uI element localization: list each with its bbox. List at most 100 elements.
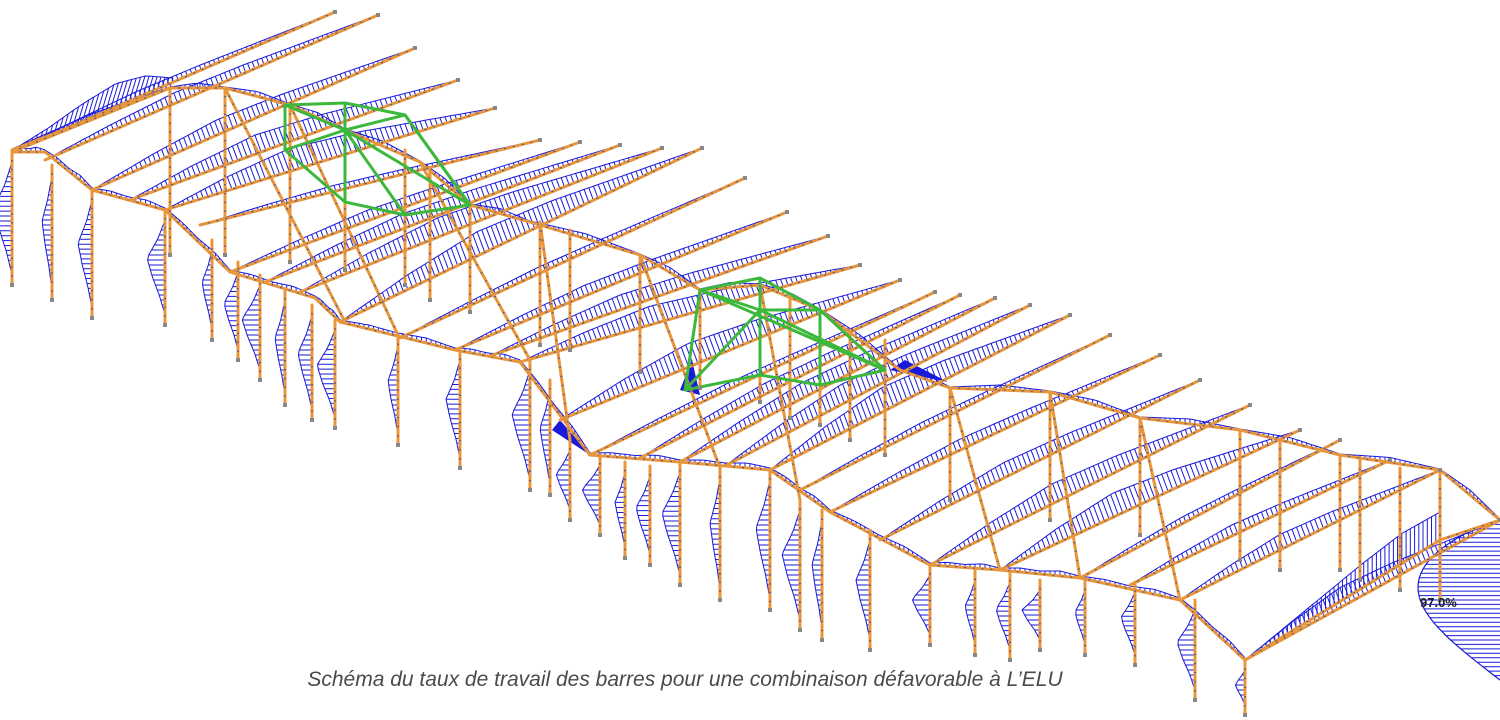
ridge-beam <box>343 128 422 164</box>
member-node-ticks <box>233 89 282 104</box>
work-ratio-diagram-outline <box>581 464 601 526</box>
work-ratio-diagram-outline <box>454 347 521 361</box>
member-node-ticks <box>228 95 342 315</box>
work-ratio-diagram-outline <box>929 561 1001 569</box>
support-node <box>883 453 887 457</box>
purlin-end-node <box>493 106 497 110</box>
bracing-member <box>283 101 472 217</box>
work-ratio-diagram-outline <box>614 471 626 549</box>
work-ratio-diagram-outline <box>769 467 831 511</box>
work-ratio-diagram-outline <box>0 161 13 276</box>
rafter <box>1138 416 1182 602</box>
member-node-ticks <box>1251 544 1434 656</box>
work-ratio-diagram-outline <box>41 174 53 291</box>
member-node-ticks <box>1194 608 1196 692</box>
member-node-ticks <box>799 508 801 622</box>
member-node-ticks <box>11 160 13 277</box>
support-node <box>758 400 762 404</box>
support-node <box>310 418 314 422</box>
peak-work-ratio-diagram <box>1418 523 1500 677</box>
work-ratio-diagram-outline <box>855 539 871 641</box>
support-node <box>818 423 822 427</box>
work-ratio-diagram-outline <box>1177 609 1196 691</box>
work-ratio-diagram-outline <box>299 147 663 293</box>
purlin-end-node <box>1388 458 1392 462</box>
work-ratio-diagram-outline <box>224 86 291 105</box>
work-ratio-diagram-outline <box>529 220 641 255</box>
purlin-work-ratio-diagram <box>168 108 491 209</box>
support-node <box>623 556 627 560</box>
roof-purlin <box>338 146 704 324</box>
purlin-end-node <box>578 140 582 144</box>
support-node <box>1138 533 1142 537</box>
member-node-ticks <box>929 573 931 637</box>
work-ratio-diagram-outline <box>724 304 1031 467</box>
support-node <box>236 358 240 362</box>
gable-rafter <box>10 86 172 154</box>
support-node <box>1338 568 1342 572</box>
purlin-work-ratio-diagram <box>133 81 454 199</box>
work-ratio-diagram-outline <box>639 294 961 459</box>
member-node-ticks <box>1086 443 1334 575</box>
purlin-end-node <box>1498 518 1500 522</box>
eave-beam <box>1078 576 1182 602</box>
work-ratio-diagram-outline <box>879 379 1201 541</box>
support-node <box>538 343 542 347</box>
member-node-ticks <box>1139 426 1141 527</box>
ridge-beam <box>818 308 902 372</box>
roof-purlin <box>128 78 460 202</box>
support-node <box>568 348 572 352</box>
work-ratio-diagram-outline <box>241 284 261 371</box>
purlin-work-ratio-diagram <box>773 316 1067 468</box>
work-ratio-diagram-outline <box>1339 453 1441 470</box>
purlin-end-node <box>1248 403 1252 407</box>
member-node-ticks <box>497 238 821 354</box>
member-node-ticks <box>237 144 573 270</box>
support-node <box>928 643 932 647</box>
support-node <box>258 378 262 382</box>
ridge-beam <box>1238 428 1342 457</box>
member-node-ticks <box>958 387 1042 393</box>
member-node-ticks <box>884 348 886 447</box>
support-node <box>528 488 532 492</box>
work-ratio-diagram-outline <box>1139 416 1241 430</box>
peak-work-ratio-diagram-outline <box>1417 519 1500 681</box>
purlin-end-node <box>785 210 789 214</box>
support-node <box>1243 713 1247 717</box>
work-ratio-diagram-outline <box>811 519 823 631</box>
work-ratio-diagram-outline <box>639 253 701 290</box>
support-node <box>868 648 872 652</box>
member-node-ticks <box>1439 478 1441 592</box>
support-node <box>168 253 172 257</box>
purlin-end-node <box>456 78 460 82</box>
work-ratio-diagram-outline <box>555 449 571 511</box>
member-node-ticks <box>649 474 651 557</box>
member-node-ticks <box>869 538 871 642</box>
work-ratio-diagram-outline <box>1000 567 1081 577</box>
support-node <box>1133 663 1137 667</box>
member-node-ticks <box>284 298 286 397</box>
work-ratio-diagram-outline <box>709 477 721 591</box>
member-node-ticks <box>397 343 399 437</box>
member-node-ticks <box>1009 580 1011 652</box>
work-ratio-diagram-outline <box>164 207 231 271</box>
figure-caption: Schéma du taux de travail des barres pou… <box>307 668 1063 691</box>
member-node-ticks <box>806 338 1104 487</box>
work-ratio-diagram-outline <box>559 279 901 421</box>
member-node-ticks <box>642 262 718 461</box>
support-node <box>718 598 722 602</box>
work-ratio-diagram-outline <box>91 47 416 191</box>
work-ratio-diagram-outline <box>164 107 496 211</box>
work-ratio-diagram-outline <box>964 579 976 646</box>
work-ratio-diagram-outline <box>1234 669 1246 706</box>
member-node-ticks <box>1084 588 1086 647</box>
work-ratio-diagram-outline <box>147 219 166 316</box>
eave-beam <box>453 348 522 364</box>
member-node-ticks <box>769 478 771 602</box>
ridge-beam <box>528 220 642 257</box>
member-node-ticks <box>311 313 313 412</box>
work-ratio-diagram-outline <box>229 141 581 273</box>
work-ratio-diagram-outline <box>755 479 771 601</box>
purlin-work-ratio-diagram <box>563 281 896 419</box>
